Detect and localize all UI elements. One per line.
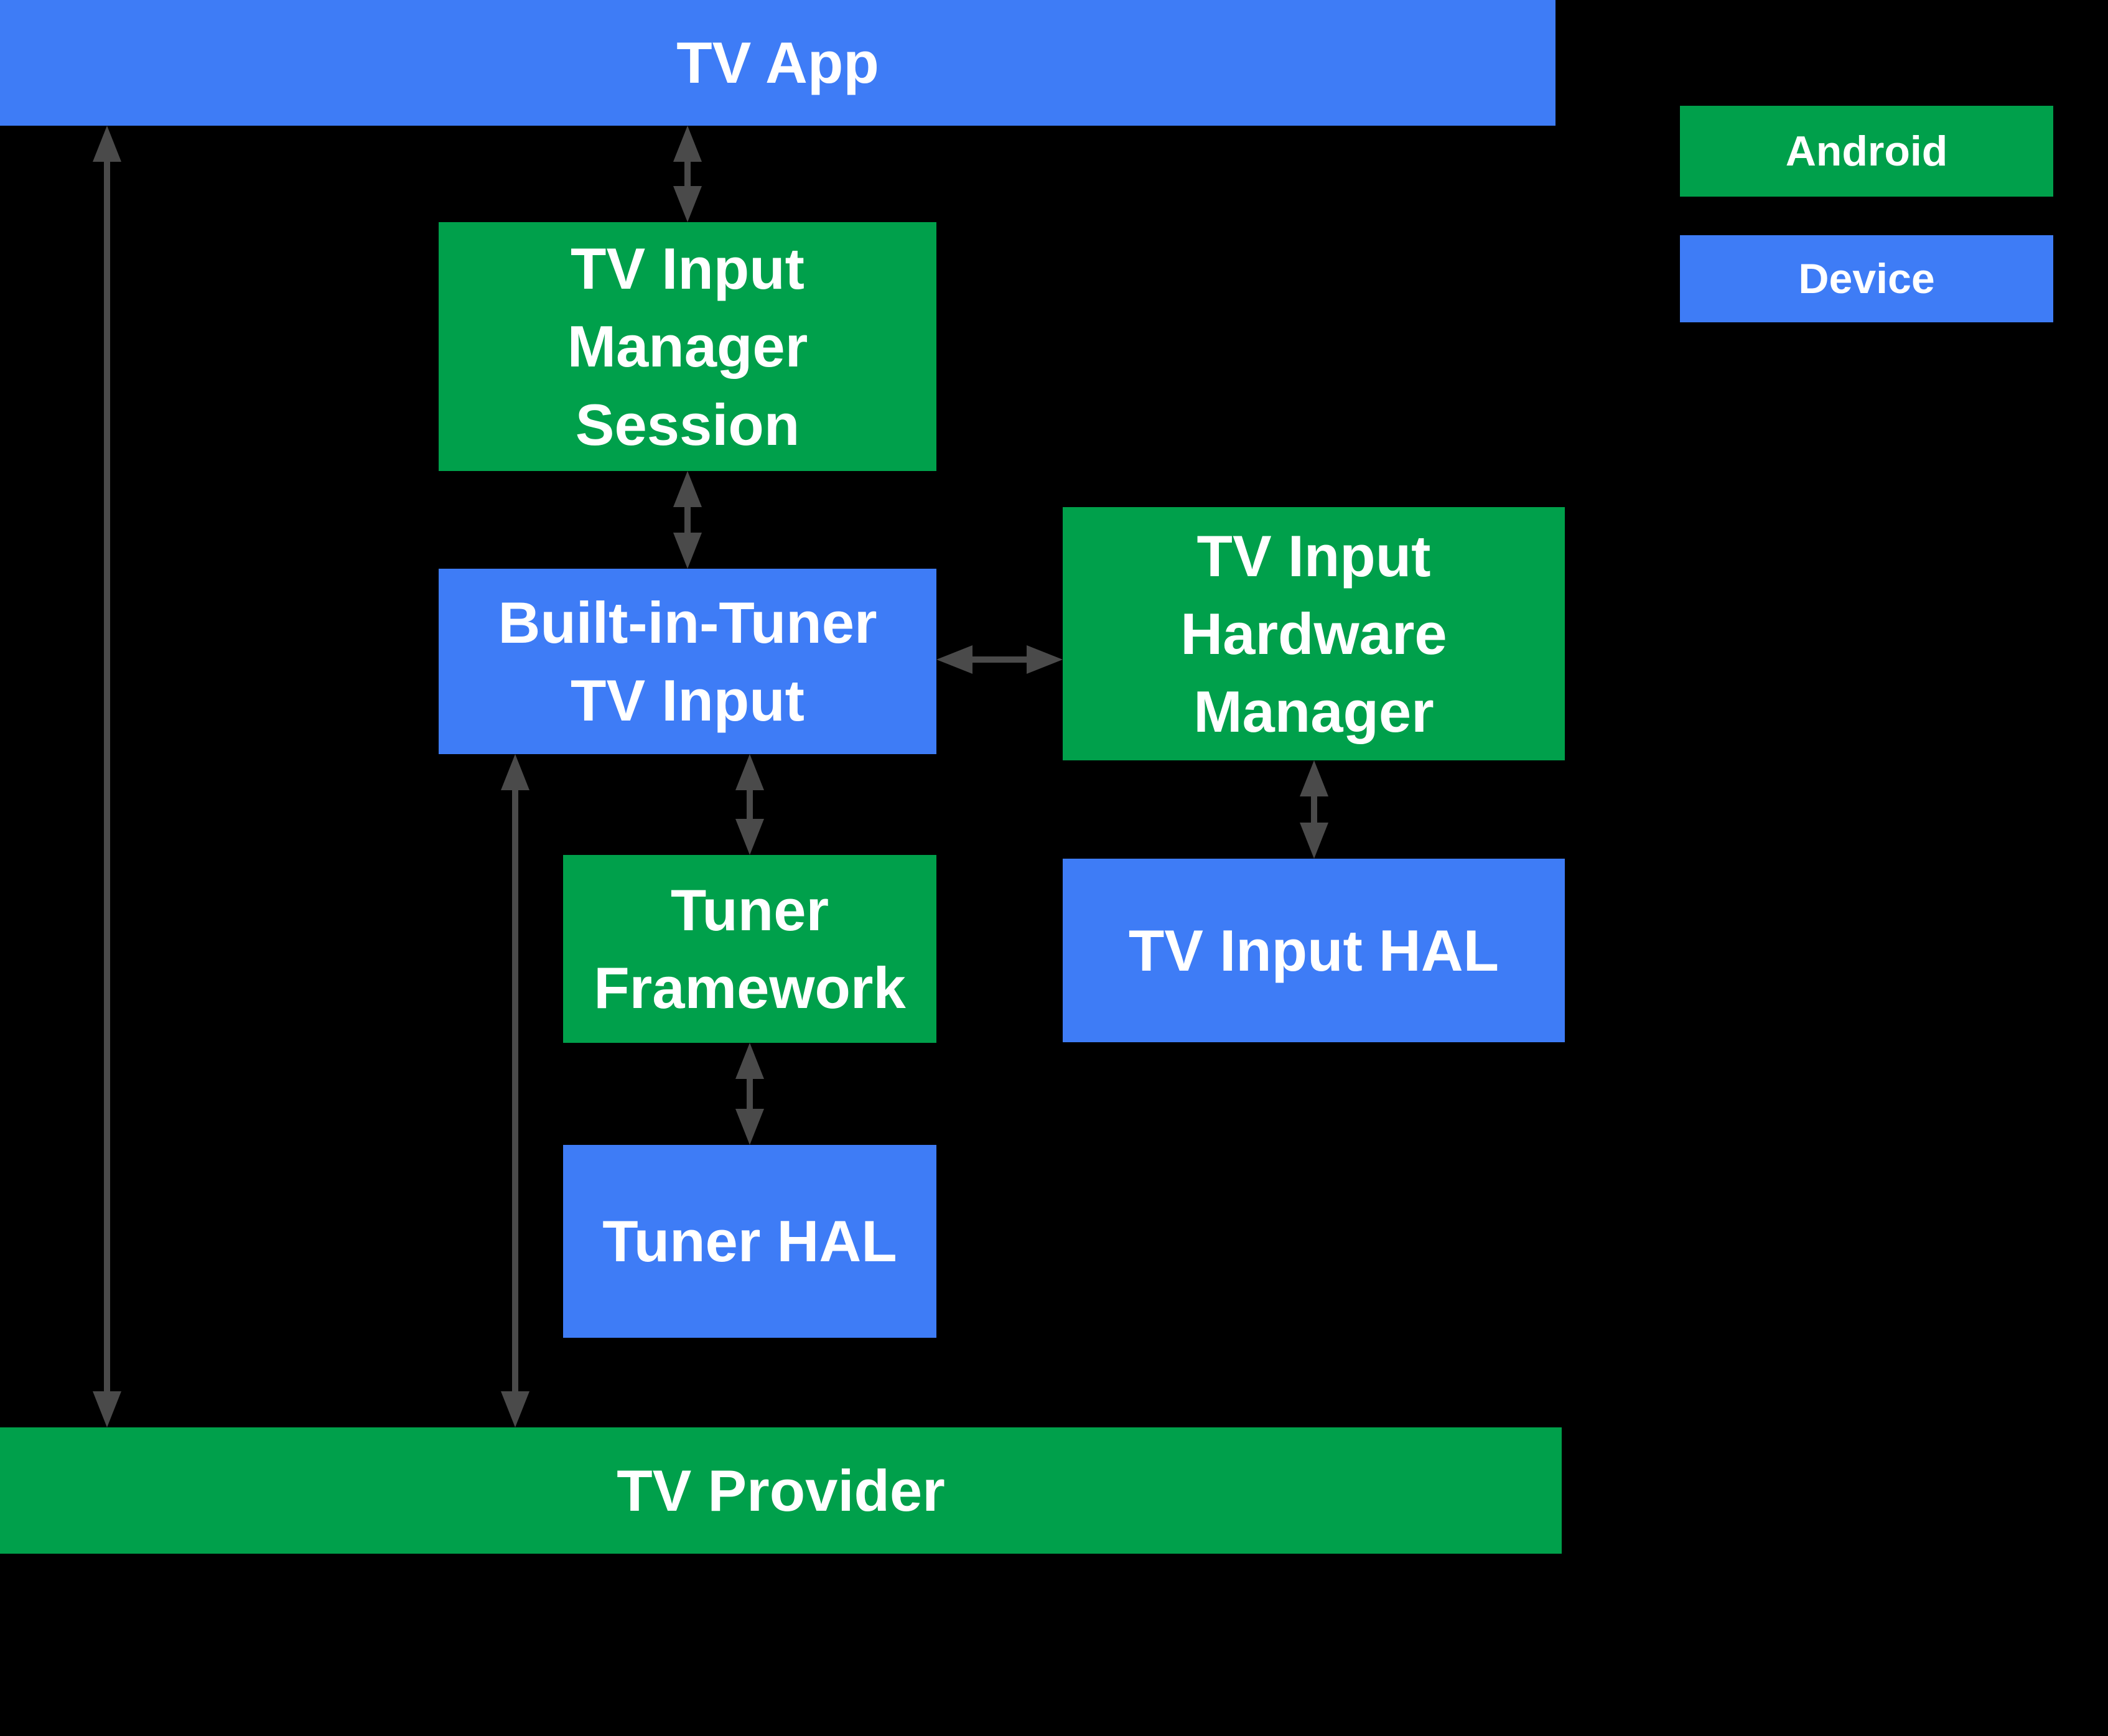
arrowhead-up-icon	[673, 471, 702, 507]
node-tv-input-hardware-manager: TV Input Hardware Manager	[1063, 507, 1565, 760]
arrowhead-down-icon	[501, 1391, 529, 1427]
arrowhead-down-icon	[735, 819, 764, 855]
node-built-in-tuner-tv-input: Built-in-Tuner TV Input	[439, 569, 936, 754]
arrowhead-down-icon	[673, 186, 702, 222]
arrowhead-up-icon	[735, 1043, 764, 1079]
arrow-built-in-tuner-tv-input-hardware-manager-icon	[936, 645, 1063, 674]
arrowhead-right-icon	[1027, 645, 1063, 674]
arrowhead-up-icon	[501, 754, 529, 790]
arrow-shaft	[972, 656, 1027, 663]
arrow-tv-app-tv-input-manager-session-icon	[673, 126, 702, 222]
arrowhead-down-icon	[735, 1109, 764, 1145]
arrowhead-down-icon	[673, 533, 702, 569]
arrowhead-up-icon	[93, 126, 121, 162]
arrow-built-in-tuner-tuner-framework-icon	[735, 754, 764, 855]
arrow-tv-input-manager-session-built-in-tuner-icon	[673, 471, 702, 569]
node-tv-input-manager-session: TV Input Manager Session	[439, 222, 936, 471]
legend-android: Android	[1680, 106, 2053, 197]
arrow-tv-input-hardware-manager-tv-input-hal-icon	[1300, 760, 1328, 859]
node-tv-provider: TV Provider	[0, 1427, 1562, 1554]
node-tv-app: TV App	[0, 0, 1555, 126]
arrow-shaft	[1311, 796, 1317, 823]
arrow-shaft	[747, 1079, 753, 1109]
arrowhead-up-icon	[1300, 760, 1328, 796]
legend-device: Device	[1680, 235, 2053, 322]
arrowhead-left-icon	[936, 645, 972, 674]
arrowhead-up-icon	[673, 126, 702, 162]
arrow-built-in-tuner-tv-provider-icon	[501, 754, 529, 1427]
arrow-tv-app-tv-provider-icon	[93, 126, 121, 1427]
arrowhead-up-icon	[735, 754, 764, 790]
node-tuner-framework: Tuner Framework	[563, 855, 936, 1043]
arrowhead-down-icon	[93, 1391, 121, 1427]
arrow-tuner-framework-tuner-hal-icon	[735, 1043, 764, 1145]
arrow-shaft	[684, 162, 691, 186]
arrow-shaft	[512, 790, 518, 1391]
arrowhead-down-icon	[1300, 823, 1328, 859]
node-tuner-hal: Tuner HAL	[563, 1145, 936, 1338]
arrow-shaft	[684, 507, 691, 533]
arrow-shaft	[104, 162, 110, 1391]
node-tv-input-hal: TV Input HAL	[1063, 859, 1565, 1042]
arrow-shaft	[747, 790, 753, 819]
